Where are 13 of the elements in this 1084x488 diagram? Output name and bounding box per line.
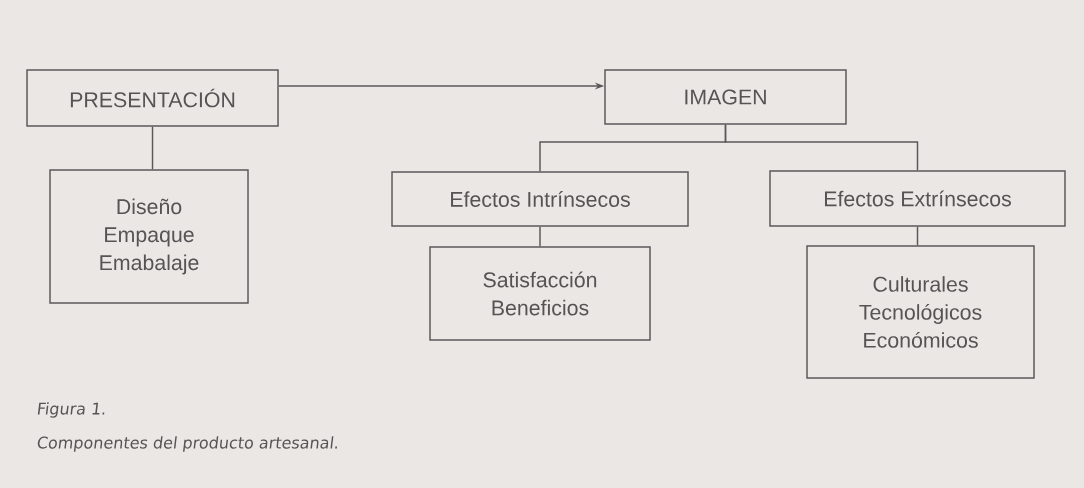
connector bbox=[539, 226, 541, 247]
label-box: Efectos Intrínsecos bbox=[391, 171, 689, 227]
text-box: Diseño Empaque Emabalaje bbox=[49, 169, 249, 304]
label-box: IMAGEN bbox=[604, 69, 847, 125]
connector bbox=[724, 124, 919, 171]
label-box: Efectos Extrínsecos bbox=[769, 170, 1066, 227]
connector bbox=[151, 126, 154, 170]
label-box: PRESENTACIÓN bbox=[26, 69, 279, 127]
connector bbox=[916, 226, 919, 246]
text-box: Culturales Tecnológicos Económicos bbox=[806, 245, 1035, 379]
figure-number: Figura 1. bbox=[37, 402, 105, 418]
caption: Componentes del producto artesanal. bbox=[37, 436, 337, 452]
text-box: Satisfacción Beneficios bbox=[429, 246, 651, 341]
